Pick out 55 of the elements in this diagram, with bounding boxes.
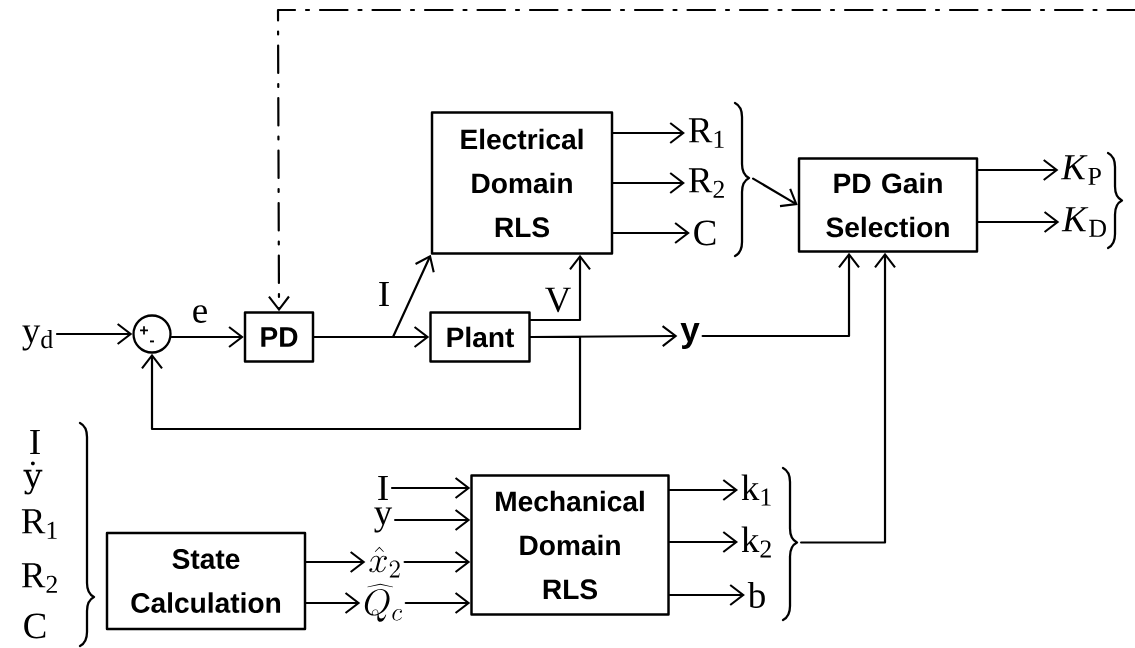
block-box: PD [243, 311, 315, 363]
signal-label: I [30, 429, 40, 455]
curly-brace [781, 466, 799, 622]
signal-label: K$_{D}$ [1061, 207, 1106, 237]
arrow [668, 479, 739, 501]
block-box: Electrical Domain RLS [430, 111, 614, 255]
arrow [305, 551, 366, 573]
signal-label: C [694, 220, 716, 246]
arrow [612, 122, 685, 144]
signal-label: b [747, 582, 765, 608]
arrow [403, 551, 471, 573]
arrow [977, 211, 1060, 233]
signal-label: $\widehat{Q}_{c}$ [364, 583, 402, 622]
arrow [668, 584, 745, 606]
arrow [404, 592, 471, 614]
signal-label: K$_{P}$ [1060, 155, 1101, 185]
signal-label: y [680, 323, 700, 349]
signal-label: $\hat{x}_{2}$ [369, 546, 400, 578]
arrow [668, 531, 739, 553]
arrow [394, 509, 471, 531]
arrow [390, 477, 471, 499]
signal-label: C [24, 613, 46, 639]
signal-label: R$_{2}$ [21, 563, 57, 593]
arrow [752, 177, 798, 208]
block-box: PD Gain Selection [797, 157, 979, 253]
signal-label: y [374, 507, 393, 533]
signal-label: y$_{d}$ [22, 325, 53, 351]
arrow [701, 252, 860, 338]
arrow [800, 252, 896, 544]
block-box: Mechanical Domain RLS [470, 474, 670, 616]
arrow [977, 159, 1059, 181]
signal-label: I [378, 475, 388, 501]
block-box: State Calculation [105, 531, 307, 631]
edge-label: V [542, 285, 574, 315]
arrow [313, 254, 435, 339]
signal-label: R$_{1}$ [688, 118, 724, 148]
signal-label: R$_{2}$ [688, 168, 724, 198]
arrow [268, 8, 1135, 312]
signal-label: R$_{1}$ [21, 509, 57, 539]
arrow [170, 326, 244, 348]
summing-junction: + - [132, 314, 172, 354]
edge-label: e [190, 303, 210, 325]
arrow [612, 222, 690, 244]
arrow [55, 323, 133, 345]
arrow [529, 254, 591, 322]
curly-brace [733, 101, 751, 258]
arrow [612, 172, 685, 194]
curly-brace [1106, 151, 1124, 250]
signal-label: ẏ [23, 461, 43, 495]
edge-label: I [376, 280, 392, 308]
arrow [305, 592, 361, 614]
arrow [141, 335, 582, 431]
signal-label: k$_{2}$ [741, 526, 771, 558]
block-box: Plant [429, 311, 531, 363]
signal-label: k$_{1}$ [741, 474, 771, 506]
